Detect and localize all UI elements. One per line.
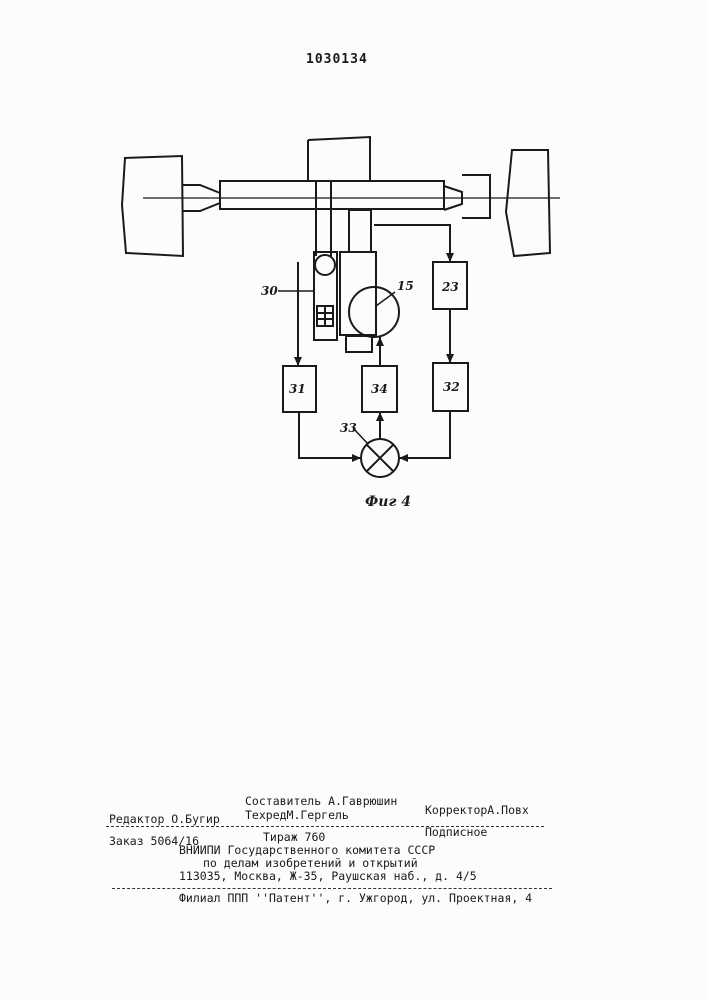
line-31-to-33 bbox=[299, 412, 361, 458]
right-tailstock bbox=[506, 150, 550, 256]
line-32-to-33 bbox=[399, 411, 450, 458]
address: 113035, Москва, Ж-35, Раушская наб., д. … bbox=[179, 869, 477, 883]
org-line-2: по делам изобретений и открытий bbox=[203, 856, 418, 870]
label-34: 34 bbox=[371, 382, 388, 396]
right-quill bbox=[462, 175, 490, 218]
branch: Филиал ППП ''Патент'', г. Ужгород, ул. П… bbox=[179, 891, 532, 905]
label-31: 31 bbox=[289, 382, 306, 396]
grinder-column bbox=[349, 210, 371, 252]
label-15: 15 bbox=[397, 279, 414, 293]
top-column bbox=[308, 137, 370, 181]
label-30: 30 bbox=[261, 284, 278, 298]
label-33: 33 bbox=[340, 421, 357, 435]
figure-caption: Фиг 4 bbox=[365, 494, 411, 510]
figure-4-diagram: 30 15 23 31 34 32 33 Фиг 4 bbox=[0, 0, 707, 520]
label-23: 23 bbox=[441, 280, 459, 294]
techred: ТехредМ.Гергель bbox=[245, 808, 349, 822]
compiler: Составитель А.Гаврюшин bbox=[245, 794, 397, 808]
org-line-1: ВНИИПИ Государственного комитета СССР bbox=[179, 843, 435, 857]
circulation: Тираж 760 bbox=[263, 830, 325, 844]
corrector: КорректорА.Повх bbox=[425, 803, 529, 817]
divider-bottom bbox=[112, 888, 552, 889]
subscription: Подписное bbox=[425, 825, 487, 839]
left-headstock bbox=[122, 156, 183, 256]
label-32: 32 bbox=[443, 380, 460, 394]
editor: Редактор О.Бугир bbox=[109, 812, 220, 826]
line-shaft-to-23 bbox=[374, 225, 450, 262]
gauge-roller bbox=[315, 255, 335, 275]
